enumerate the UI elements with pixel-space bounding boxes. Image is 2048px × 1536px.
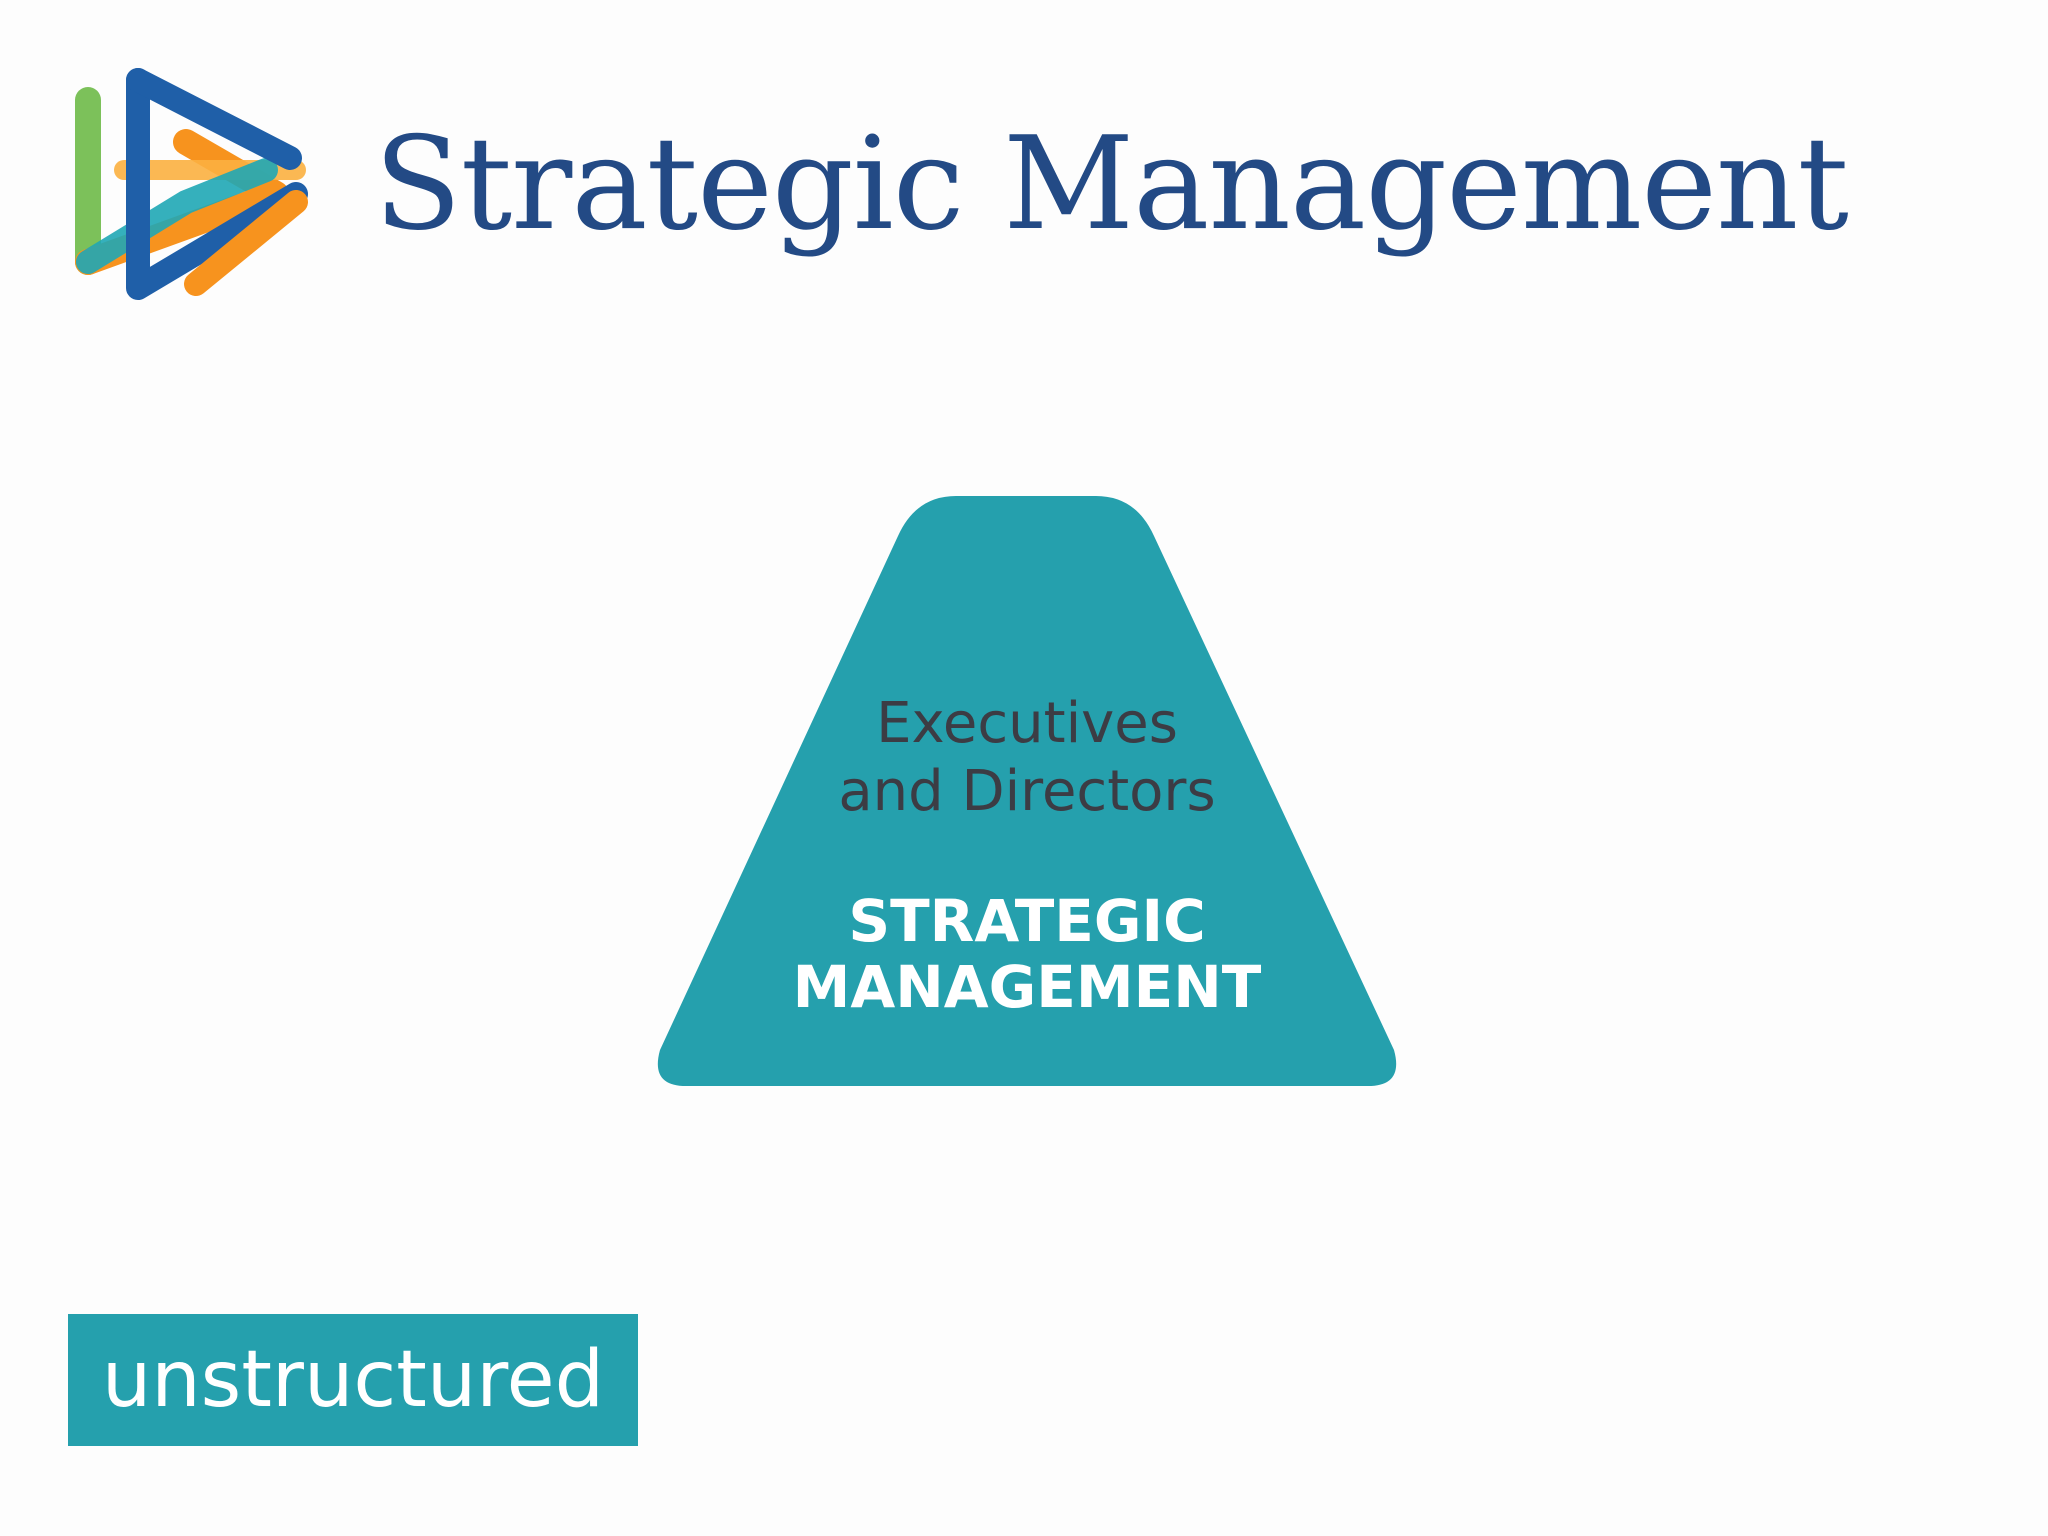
slide-title: Strategic Management [374, 110, 1849, 259]
pyramid-subtitle-line: Executives [876, 691, 1178, 756]
pyramid-subtitle: Executives and Directors [656, 690, 1398, 826]
pyramid-label-line: STRATEGIC [848, 887, 1206, 955]
pyramid-subtitle-line: and Directors [838, 759, 1216, 824]
pyramid-label: STRATEGIC MANAGEMENT [656, 888, 1398, 1020]
play-triangle-logo-icon [75, 68, 308, 300]
tag-label: unstructured [101, 1335, 605, 1425]
pyramid-shape [657, 496, 1397, 1086]
pyramid-label-line: MANAGEMENT [792, 953, 1262, 1021]
unstructured-tag: unstructured [68, 1314, 638, 1446]
